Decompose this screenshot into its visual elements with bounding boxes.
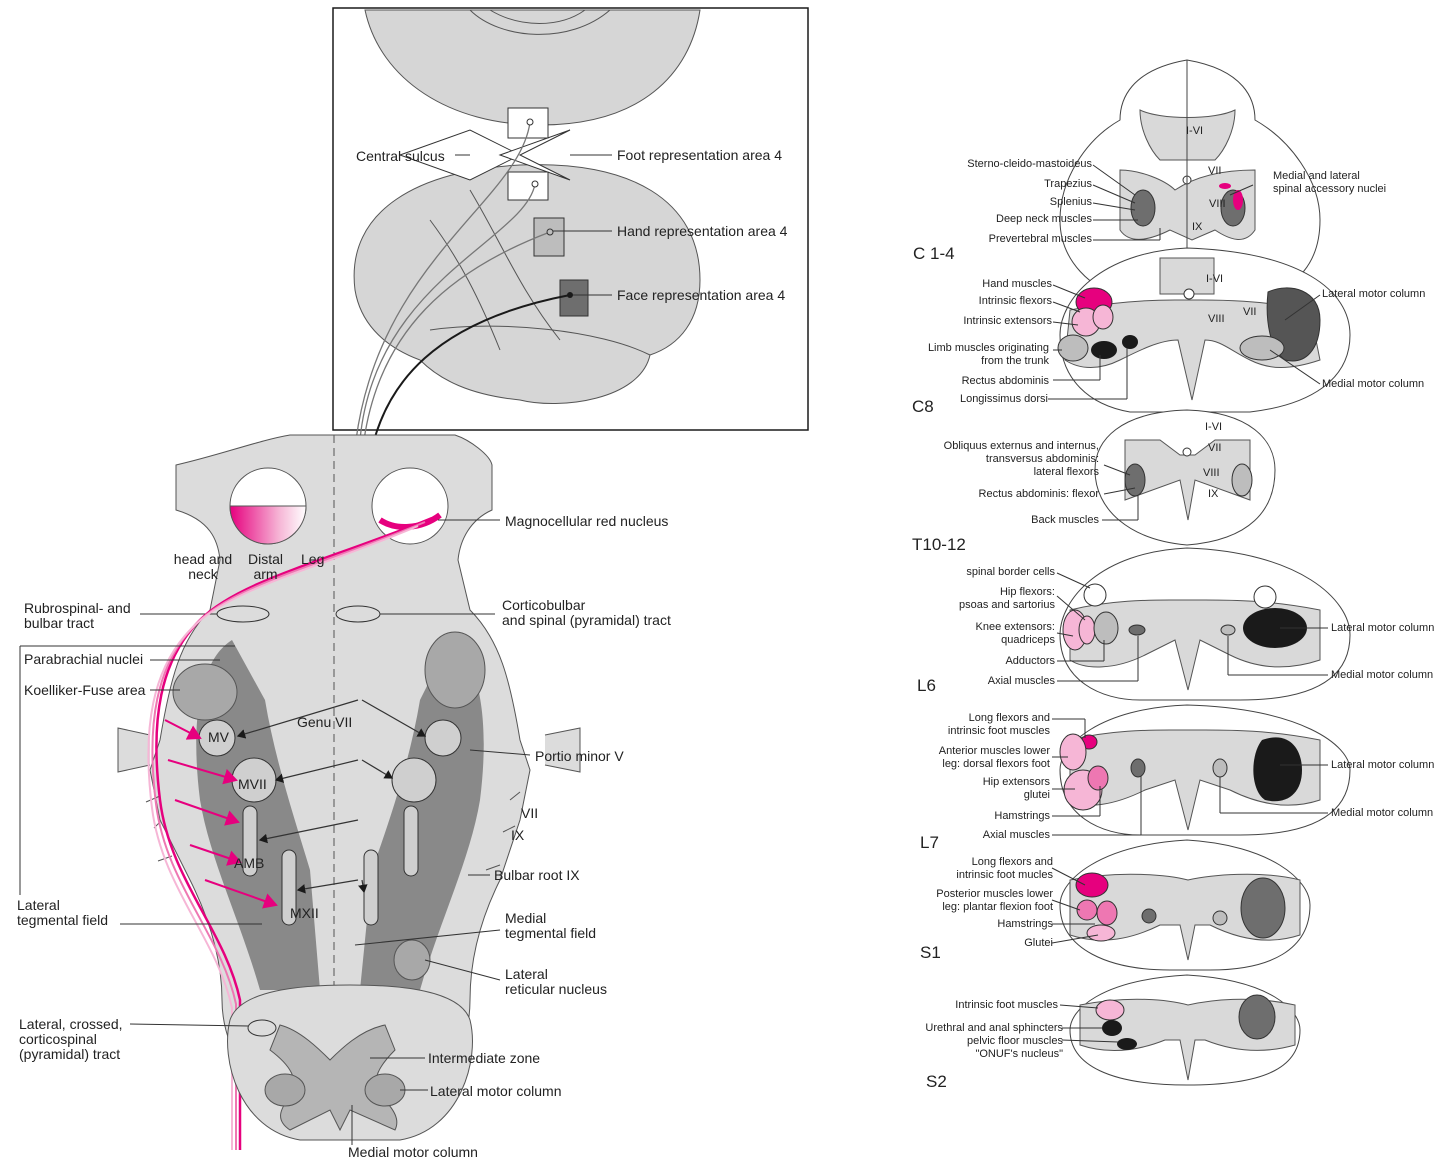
spinal-segments — [1048, 60, 1350, 1085]
c14-label-prevertebral: Prevertebral muscles — [989, 233, 1092, 246]
ix-nerve-label: IX — [511, 828, 524, 843]
lateral-crossed-corticospinal-label: Lateral, crossed, corticospinal (pyramid… — [19, 1017, 123, 1062]
l6-label-border-cells: spinal border cells — [966, 566, 1055, 579]
l6-label-knee-extensors: Knee extensors: quadriceps — [976, 621, 1056, 647]
mv-label: MV — [208, 730, 229, 745]
l7-label-hamstrings: Hamstrings — [994, 810, 1050, 823]
c14-lamina-vii: VII — [1208, 165, 1221, 178]
c8-label-intrinsic-flexors: Intrinsic flexors — [979, 295, 1052, 308]
koelliker-fuse-label: Koelliker-Fuse area — [24, 683, 145, 698]
s2-label-intrinsic-foot: Intrinsic foot muscles — [955, 999, 1058, 1012]
l7-label-medial-motor: Medial motor column — [1331, 807, 1433, 820]
t1012-label-obliquus: Obliquus externus and internus, transver… — [944, 440, 1099, 479]
lateral-tegmental-field-label: Lateral tegmental field — [17, 898, 108, 928]
c8-label-lateral-motor: Lateral motor column — [1322, 288, 1425, 301]
c14-lamina-viii: VIII — [1209, 198, 1226, 211]
c14-label-deep-neck: Deep neck muscles — [996, 213, 1092, 226]
red-nucleus-right — [372, 468, 448, 544]
t1012-lamina-viii: VIII — [1203, 467, 1220, 480]
segment-name-l6: L6 — [917, 676, 936, 695]
s1-label-posterior-muscles: Posterior muscles lower leg: plantar fle… — [936, 888, 1053, 914]
foot-representation-label: Foot representation area 4 — [617, 148, 782, 163]
l6-label-lateral-motor: Lateral motor column — [1331, 622, 1434, 635]
distal-arm-label: Distal arm — [238, 552, 293, 582]
medial-tegmental-field-label: Medial tegmental field — [505, 911, 596, 941]
l7-label-lateral-motor: Lateral motor column — [1331, 759, 1434, 772]
hand-representation-label: Hand representation area 4 — [617, 224, 787, 239]
l7-label-hip-extensors: Hip extensors glutei — [983, 776, 1050, 802]
l6-label-hip-flexors: Hip flexors: psoas and sartorius — [959, 586, 1055, 612]
t1012-label-rectus: Rectus abdominis: flexor — [979, 488, 1099, 501]
lateral-reticular-nucleus-label: Lateral reticular nucleus — [505, 967, 607, 997]
vii-nerve-label: VII — [521, 806, 538, 821]
c8-lamina-vii: VII — [1243, 306, 1256, 319]
c8-label-limb-muscles: Limb muscles originating from the trunk — [928, 342, 1049, 368]
t1012-lamina-vii: VII — [1208, 442, 1221, 455]
genu-vii-label: Genu VII — [297, 715, 352, 730]
c8-label-intrinsic-extensors: Intrinsic extensors — [963, 315, 1052, 328]
medial-motor-column-label: Medial motor column — [348, 1145, 478, 1160]
segment-name-l7: L7 — [920, 833, 939, 852]
corticobulbar-tract-label: Corticobulbar and spinal (pyramidal) tra… — [502, 598, 671, 628]
segment-name-s1: S1 — [920, 943, 941, 962]
s2-label-onufs-nucleus: Urethral and anal sphincters pelvic floo… — [925, 1022, 1063, 1061]
c14-label-accessory-nuclei: Medial and lateral spinal accessory nucl… — [1273, 170, 1386, 196]
lateral-reticular-nucleus — [394, 940, 430, 980]
c8-label-hand-muscles: Hand muscles — [982, 278, 1052, 291]
lateral-motor-column-label: Lateral motor column — [430, 1084, 562, 1099]
intermediate-zone-label: Intermediate zone — [428, 1051, 540, 1066]
segment-name-t1012: T10-12 — [912, 535, 966, 554]
segment-name-s2: S2 — [926, 1072, 947, 1091]
face-representation-label: Face representation area 4 — [617, 288, 785, 303]
face-area-box — [560, 280, 588, 316]
l7-label-long-flexors: Long flexors and intrinsic foot muscles — [948, 712, 1050, 738]
bulbar-root-ix-label: Bulbar root IX — [494, 868, 580, 883]
segment-name-c8: C8 — [912, 397, 934, 416]
c8-label-medial-motor: Medial motor column — [1322, 378, 1424, 391]
c8-label-longissimus: Longissimus dorsi — [960, 393, 1048, 406]
mvii-label: MVII — [238, 777, 267, 792]
magnocellular-red-nucleus-label: Magnocellular red nucleus — [505, 514, 668, 529]
rubrospinal-tract-label: Rubrospinal- and bulbar tract — [24, 601, 131, 631]
t1012-lamina-i-vi: I-VI — [1205, 421, 1222, 434]
l6-label-adductors: Adductors — [1005, 655, 1055, 668]
head-neck-label: head and neck — [168, 552, 238, 582]
central-sulcus-label: Central sulcus — [356, 149, 445, 164]
l7-label-axial-muscles: Axial muscles — [983, 829, 1050, 842]
t1012-label-back-muscles: Back muscles — [1031, 514, 1099, 527]
c14-label-scm: Sterno-cleido-mastoideus — [967, 158, 1092, 171]
l6-label-axial-muscles: Axial muscles — [988, 675, 1055, 688]
l6-label-medial-motor: Medial motor column — [1331, 669, 1433, 682]
amb-label: AMB — [234, 856, 264, 871]
c8-lamina-i-vi: I-VI — [1206, 273, 1223, 286]
segment-name-c14: C 1-4 — [913, 244, 955, 263]
c14-label-splenius: Splenius — [1050, 196, 1092, 209]
c14-label-trapezius: Trapezius — [1044, 178, 1092, 191]
l7-label-anterior-muscles: Anterior muscles lower leg: dorsal flexo… — [939, 745, 1050, 771]
t1012-lamina-ix: IX — [1208, 488, 1218, 501]
c14-lamina-ix: IX — [1192, 221, 1202, 234]
parabrachial-nuclei-label: Parabrachial nuclei — [24, 652, 143, 667]
mxii-label: MXII — [290, 906, 319, 921]
s1-label-hamstrings: Hamstrings — [997, 918, 1053, 931]
s1-label-long-flexors: Long flexors and intrinsic foot mucles — [956, 856, 1053, 882]
c14-lamina-i-vi: I-VI — [1186, 125, 1203, 138]
koelliker-fuse — [173, 664, 237, 720]
portio-minor-v-label: Portio minor V — [535, 749, 624, 764]
c8-lamina-viii: VIII — [1208, 313, 1225, 326]
c8-label-rectus-abdominis: Rectus abdominis — [962, 375, 1049, 388]
leg-label: Leg — [301, 552, 324, 567]
s1-label-glutei: Glutei — [1024, 937, 1053, 950]
